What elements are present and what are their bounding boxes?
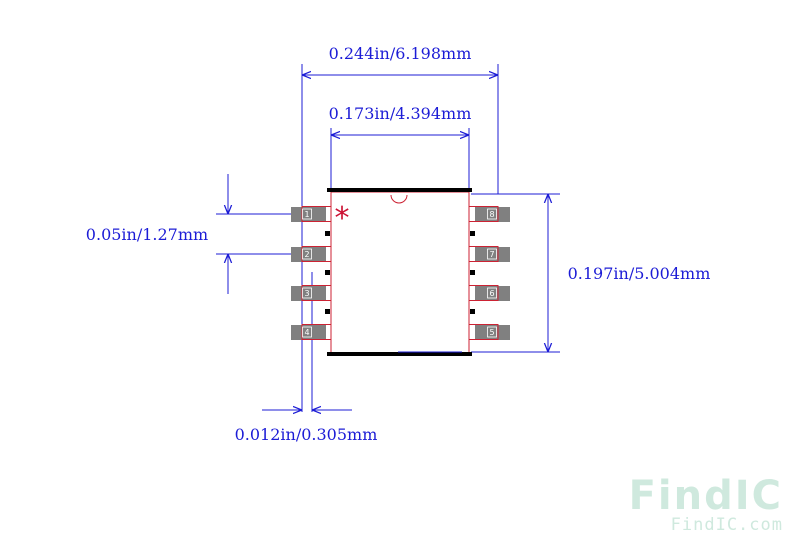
body-width-label: 0.173in/4.394mm [329,104,472,123]
pin-pad [475,247,510,262]
package-edge-dots [325,231,475,314]
pin-outline [468,246,499,262]
package-body [325,188,475,356]
pin-7: 7 [468,246,510,262]
pin-number-box [302,287,312,299]
pin-5: 5 [468,324,510,340]
pin-number-box [302,326,312,338]
pin-pad [291,247,326,262]
extension-lines [216,64,560,412]
pin-pad [291,286,326,301]
pin-4: 4 [291,324,332,340]
pin1-marker-icon: * [335,201,350,236]
pin-number: 1 [304,210,309,219]
pin-pad [475,286,510,301]
pin-number-box [302,208,312,220]
pin-outline [468,206,499,222]
pin-3: 3 [291,285,332,301]
body-length-label: 0.197in/5.004mm [568,264,711,283]
pitch-label: 0.05in/1.27mm [86,225,208,244]
pin-outline [468,324,499,340]
pin-number: 5 [489,328,494,337]
pin-number: 7 [489,250,494,259]
pin-outline [468,285,499,301]
dimension-arrows [228,75,548,410]
pin-pad [475,325,510,340]
pins: 1 2 3 4 8 7 6 5 [291,206,510,340]
pin-8: 8 [468,206,510,222]
notch-icon [390,194,408,204]
pin-number: 4 [304,328,309,337]
pin-outline [301,206,332,222]
pin-outline [301,285,332,301]
pin-number-box [487,248,497,260]
pin-6: 6 [468,285,510,301]
pin-pad [291,325,326,340]
pin-number: 8 [489,210,494,219]
pin-number-box [487,208,497,220]
watermark-url: FindIC.com [671,515,783,535]
pin-number: 6 [489,289,494,298]
pin-outline [301,324,332,340]
pin-pad [475,207,510,222]
pin-number-box [302,248,312,260]
pin-outline [301,246,332,262]
findic-watermark: FindIC FindIC.com [629,473,783,535]
pin-number: 3 [304,289,309,298]
pin-2: 2 [291,246,332,262]
pin-number-box [487,326,497,338]
pin-number: 2 [304,250,309,259]
lead-width-label: 0.012in/0.305mm [235,425,378,444]
overall-width-label: 0.244in/6.198mm [329,44,472,63]
pin-1: 1 [291,206,332,222]
pin-pad [291,207,326,222]
watermark-logo: FindIC [629,473,783,519]
pin-number-box [487,287,497,299]
